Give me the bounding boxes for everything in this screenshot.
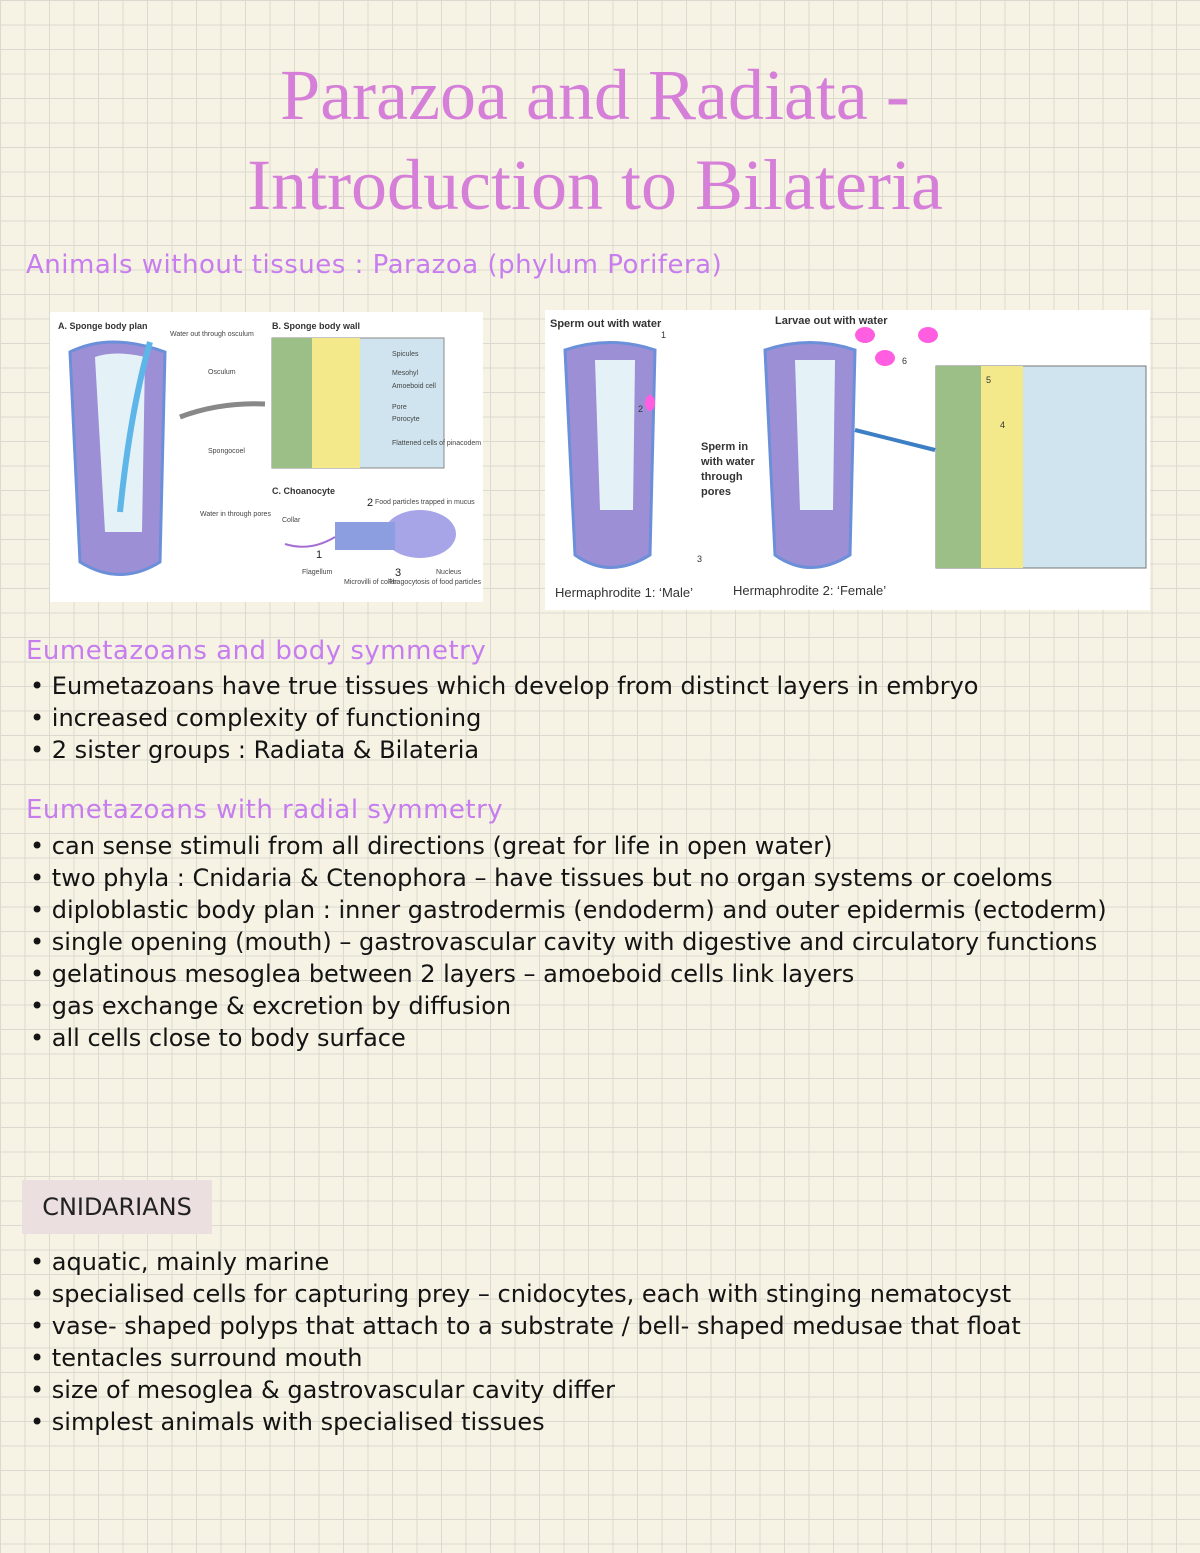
label-microvilli: Microvilli of collar — [344, 579, 398, 586]
label-larvae-out: Larvae out with water — [775, 315, 888, 327]
label-porocyte: Porocyte — [392, 416, 420, 423]
page-title-line2: Introduction to Bilateria — [247, 145, 943, 225]
note-line: • all cells close to body surface — [30, 1024, 406, 1052]
note-line: • single opening (mouth) – gastrovascula… — [30, 928, 1098, 956]
number-3: 3 — [395, 567, 401, 579]
label-c: C. Choanocyte — [272, 486, 335, 496]
label-hermaphrodite-2: Hermaphrodite 2: ‘Female’ — [733, 583, 886, 598]
note-line: • diploblastic body plan : inner gastrod… — [30, 896, 1107, 924]
label-water-out: Water out through osculum — [170, 331, 254, 338]
section-heading-parazoa: Animals without tissues : Parazoa (phylu… — [26, 250, 723, 280]
number-6: 6 — [902, 356, 907, 366]
page-title-line1: Parazoa and Radiata - — [280, 55, 910, 135]
note-line: • specialised cells for capturing prey –… — [30, 1280, 1012, 1308]
note-line: • vase- shaped polyps that attach to a s… — [30, 1312, 1021, 1340]
section-heading-symmetry: Eumetazoans and body symmetry — [26, 636, 487, 666]
symmetry-notes: • Eumetazoans have true tissues which de… — [26, 670, 1146, 766]
note-line: • Eumetazoans have true tissues which de… — [30, 672, 979, 700]
label-sperm-out: Sperm out with water — [550, 318, 662, 330]
label-hermaphrodite-1: Hermaphrodite 1: ‘Male’ — [555, 585, 693, 600]
section-heading-radial: Eumetazoans with radial symmetry — [26, 795, 504, 825]
label-spicules: Spicules — [392, 351, 419, 358]
label-b: B. Sponge body wall — [272, 321, 360, 331]
note-line: • increased complexity of functioning — [30, 704, 482, 732]
number-2: 2 — [367, 497, 373, 509]
label-a: A. Sponge body plan — [58, 321, 148, 331]
note-line: • 2 sister groups : Radiata & Bilateria — [30, 736, 480, 764]
radial-notes: • can sense stimuli from all directions … — [26, 830, 1146, 1054]
note-line: • can sense stimuli from all directions … — [30, 832, 833, 860]
note-line: • gelatinous mesoglea between 2 layers –… — [30, 960, 855, 988]
number-1: 1 — [316, 549, 322, 561]
note-line: • size of mesoglea & gastrovascular cavi… — [30, 1376, 616, 1404]
label-sperm-in-text: Sperm in with water through pores — [701, 441, 755, 498]
label-collar: Collar — [282, 517, 301, 524]
number-3: 3 — [697, 554, 702, 564]
note-line: • simplest animals with specialised tiss… — [30, 1408, 545, 1436]
section-heading-cnidarians: CNIDARIANS — [22, 1180, 212, 1234]
label-mesohyl: Mesohyl — [392, 370, 419, 377]
note-line: • aquatic, mainly marine — [30, 1248, 330, 1276]
number-2: 2 — [638, 404, 643, 414]
cnidarian-notes: • aquatic, mainly marine • specialised c… — [26, 1246, 1146, 1438]
label-amoeboid: Amoeboid cell — [392, 383, 436, 390]
label-osculum: Osculum — [208, 369, 236, 376]
sponge-reproduction-figure: Sperm out with water Larvae out with wat… — [545, 310, 1150, 610]
label-phagocytosis: Phagocytosis of food particles — [388, 579, 481, 586]
number-5: 5 — [986, 375, 991, 385]
sponge-anatomy-figure: A. Sponge body plan Water out through os… — [50, 312, 483, 602]
label-spongocoel: Spongocoel — [208, 448, 245, 455]
note-line: • gas exchange & excretion by diffusion — [30, 992, 512, 1020]
label-water-in: Water in through pores — [200, 511, 271, 518]
label-flattened: Flattened cells of pinacodem — [392, 440, 481, 447]
label-nucleus: Nucleus — [436, 569, 462, 576]
label-pore: Pore — [392, 404, 407, 411]
number-4: 4 — [1000, 420, 1005, 430]
label-flagellum: Flagellum — [302, 569, 333, 576]
note-line: • tentacles surround mouth — [30, 1344, 363, 1372]
note-line: • two phyla : Cnidaria & Ctenophora – ha… — [30, 864, 1053, 892]
label-food: Food particles trapped in mucus — [375, 499, 475, 506]
number-1: 1 — [661, 330, 666, 340]
